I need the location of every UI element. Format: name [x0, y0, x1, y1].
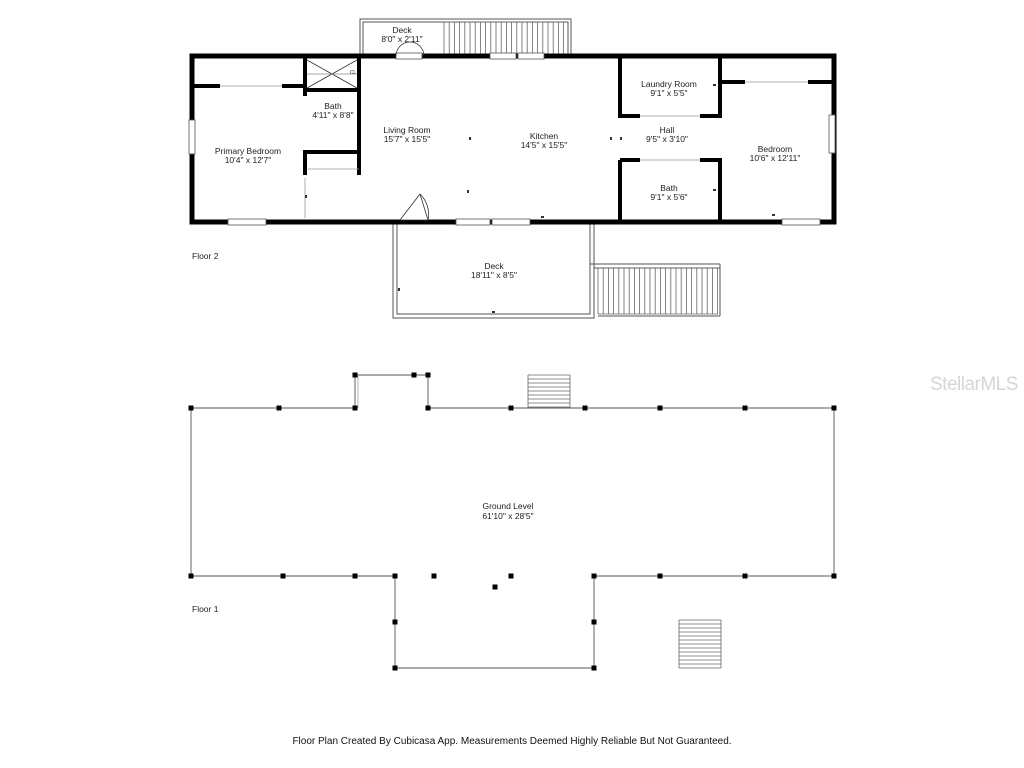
post-marker [352, 573, 358, 579]
doors [220, 41, 808, 221]
support-posts [188, 372, 837, 671]
post-marker [411, 372, 417, 378]
post-marker [508, 573, 514, 579]
floor-2-label: Floor 2 [192, 251, 219, 261]
deck-bottom-dims: 18'11" x 8'5" [471, 270, 517, 280]
post-marker [280, 573, 286, 579]
bath-name: Bath [660, 183, 678, 193]
ground-level-outline [190, 374, 835, 669]
post-marker [831, 405, 837, 411]
post-marker [431, 573, 437, 579]
post-marker [352, 405, 358, 411]
bedroom-dims: 10'6" x 12'11" [750, 153, 801, 163]
ground-stairs-top [527, 374, 571, 408]
watermark-logo: StellarMLS [930, 374, 1018, 395]
post-marker [392, 573, 398, 579]
interior-walls [194, 58, 832, 220]
post-marker [425, 372, 431, 378]
floor-1: Ground Level 61'10" x 28'5" Floor 1 [188, 372, 837, 671]
credit-note: Floor Plan Created By Cubicasa App. Meas… [292, 736, 732, 747]
post-marker [831, 573, 837, 579]
bedroom-name: Bedroom [758, 144, 793, 154]
hall-name: Hall [660, 125, 675, 135]
post-marker [657, 573, 663, 579]
post-marker [492, 584, 498, 590]
post-marker [591, 665, 597, 671]
primary-bedroom-name: Primary Bedroom [215, 146, 281, 156]
bath-dims: 9'1" x 5'6" [650, 192, 687, 202]
living-room-name: Living Room [383, 125, 430, 135]
living-room-dims: 15'7" x 15'5" [384, 134, 431, 144]
kitchen-name: Kitchen [530, 131, 559, 141]
fixture-marks [305, 84, 775, 313]
post-marker [352, 372, 358, 378]
deck-bottom-name: Deck [484, 261, 504, 271]
closet-tag: CL [350, 70, 357, 76]
windows [188, 52, 836, 226]
deck-top-dims: 8'0" x 2'11" [381, 34, 422, 44]
post-marker [657, 405, 663, 411]
post-marker [392, 619, 398, 625]
post-marker [591, 573, 597, 579]
post-marker [188, 573, 194, 579]
hall-dims: 9'5" x 3'10" [646, 134, 688, 144]
post-marker [742, 405, 748, 411]
top-deck-stairs [443, 21, 568, 55]
primary-bedroom-dims: 10'4" x 12'7" [225, 155, 272, 165]
post-marker [591, 619, 597, 625]
kitchen-dims: 14'5" x 15'5" [521, 140, 568, 150]
ground-stairs-bottom [678, 619, 722, 669]
closet [306, 59, 358, 89]
floor-2: Deck 8'0" x 2'11" Primary Bedroom 10'4" … [188, 18, 837, 319]
ground-level-name: Ground Level [482, 501, 533, 511]
post-marker [582, 405, 588, 411]
laundry-room-dims: 9'1" x 5'5" [650, 88, 687, 98]
post-marker [425, 405, 431, 411]
post-marker [508, 405, 514, 411]
bath-small-dims: 4'11" x 8'8" [312, 110, 353, 120]
floor-1-label: Floor 1 [192, 604, 219, 614]
post-marker [742, 573, 748, 579]
post-marker [392, 665, 398, 671]
bath-small-name: Bath [324, 101, 342, 111]
post-marker [276, 405, 282, 411]
post-marker [188, 405, 194, 411]
bottom-deck-stairs [597, 267, 718, 315]
laundry-room-name: Laundry Room [641, 79, 697, 89]
ground-level-dims: 61'10" x 28'5" [482, 511, 533, 521]
deck-top-name: Deck [392, 25, 412, 35]
